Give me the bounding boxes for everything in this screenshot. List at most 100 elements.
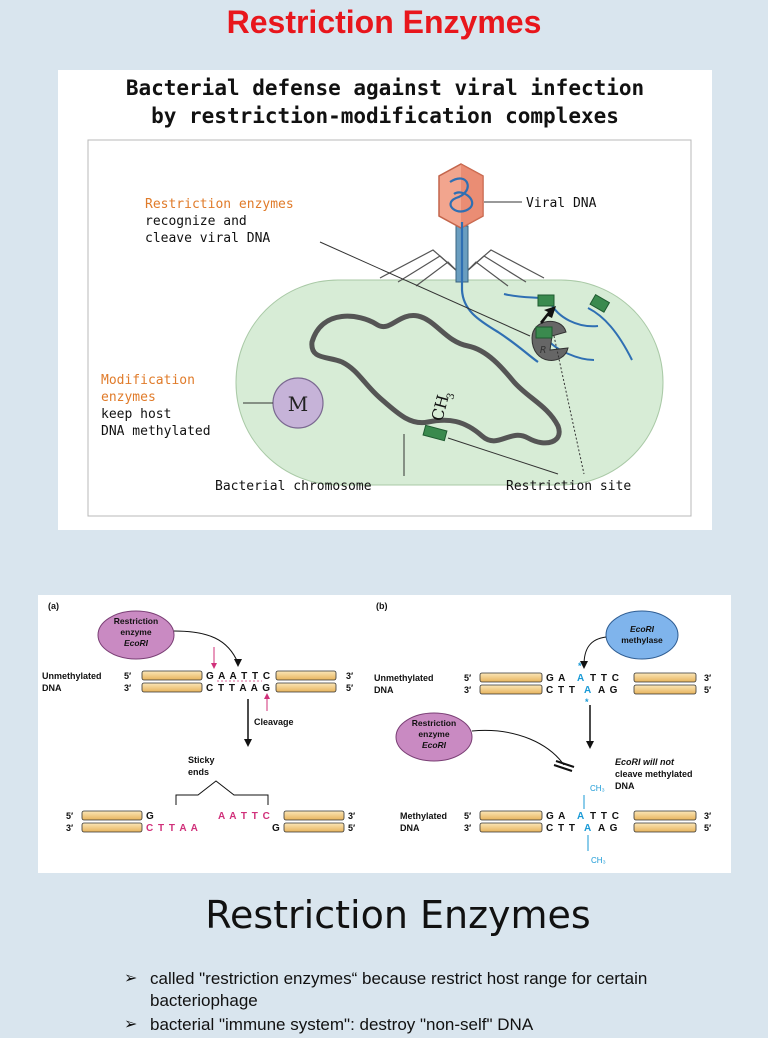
dna-label-a: DNA — [42, 683, 62, 693]
ecori-figure: (a) Restriction enzyme EcoRI Unmethylate… — [38, 595, 731, 873]
top-sequence-a: G A A T T C — [206, 671, 271, 682]
restriction-pointer — [319, 241, 531, 337]
three-prime-frag-right: 3′ — [348, 811, 355, 821]
blocked-bar-1 — [553, 764, 573, 772]
restriction-enzyme-ecori-a — [97, 610, 175, 660]
five-prime-b-bottom: 5′ — [704, 685, 711, 695]
cleavage-label: Cleavage — [254, 717, 294, 727]
ch3-bottom: CH₃ — [591, 856, 606, 865]
slide-title: Restriction Enzymes — [226, 4, 542, 40]
enzyme-a-arrow — [173, 630, 239, 664]
note-line-1: EcoRI will not — [615, 757, 675, 767]
viral-dna-fragment-3 — [587, 307, 633, 361]
methyl-star-bottom: * — [585, 697, 589, 707]
figure-title-line-2: by restriction-modification complexes — [151, 104, 619, 128]
top-seq-b-methyl-a: A — [577, 673, 584, 684]
ch3-top: CH₃ — [590, 784, 605, 793]
arrow-bullet-icon: ➢ — [124, 970, 138, 987]
bacterial-chromosome-label: Bacterial chromosome — [215, 479, 372, 494]
fragment-left-bottom: C T T A A — [146, 823, 199, 834]
enzyme-b-arrow — [471, 729, 565, 766]
dna-label-b: DNA — [374, 685, 394, 695]
restriction-site-bound — [535, 326, 553, 339]
methyl-star-top: * — [578, 661, 582, 671]
restriction-site-pointer-2 — [553, 335, 585, 475]
methylated-site — [422, 424, 448, 442]
restriction-site-label: Restriction site — [506, 479, 631, 494]
methylated-dna-label: DNA — [400, 823, 420, 833]
modification-label-line-2: enzymes — [101, 390, 156, 405]
bullet-text-1: called "restriction enzymes“ because res… — [150, 969, 648, 1010]
viral-dna-label: Viral DNA — [526, 196, 597, 211]
note-line-3: DNA — [615, 781, 635, 791]
enzyme-b-line-1: Restriction — [412, 718, 456, 728]
restriction-site-pointer-1 — [447, 437, 559, 475]
enzyme-a-line-1: Restriction — [114, 616, 158, 626]
three-prime-b-bottom: 3′ — [464, 685, 471, 695]
modification-enzyme-m: M — [288, 392, 308, 416]
panel-b-label: (b) — [376, 601, 388, 611]
five-prime-a-bottom: 5′ — [346, 683, 353, 693]
fragment-left-top: G — [146, 811, 154, 822]
five-prime-b-top: 5′ — [464, 673, 471, 683]
unmethylated-label-a: Unmethylated — [42, 671, 102, 681]
enzyme-b-line-2: enzyme — [418, 729, 449, 739]
bacterial-defense-diagram: Viral DNA R CH 3 M Restriction enzymes r… — [87, 139, 692, 517]
meth-top-seq-right: T T C — [590, 811, 620, 822]
five-prime-frag-right: 5′ — [348, 823, 355, 833]
blocked-bar-2 — [555, 760, 575, 768]
meth-bottom-seq-left: C T T — [546, 823, 576, 834]
panel-a-label: (a) — [48, 601, 59, 611]
methylase-line-2: methylase — [621, 635, 663, 645]
five-prime-frag-left: 5′ — [66, 811, 73, 821]
modification-label-line-4: DNA methylated — [101, 424, 211, 439]
sticky-ends-line-1: Sticky — [188, 755, 215, 765]
meth-top-seq-left: G A — [546, 811, 566, 822]
meth-top-seq-a: A — [577, 811, 584, 822]
figure-title: Bacterial defense against viral infectio… — [58, 74, 712, 130]
enzyme-a-line-3: EcoRI — [124, 638, 149, 648]
viral-dna — [449, 177, 539, 363]
five-prime-meth-top: 5′ — [464, 811, 471, 821]
five-prime-a-top: 5′ — [124, 671, 131, 681]
ecori-methylase — [605, 610, 679, 660]
methylase-line-1: EcoRI — [630, 624, 655, 634]
bottom-seq-b-methyl-a: A — [584, 685, 591, 696]
three-prime-b-top: 3′ — [704, 673, 711, 683]
bullet-item-1: ➢ called "restriction enzymes“ because r… — [124, 968, 724, 1012]
methylase-arrow — [583, 636, 607, 666]
bullet-item-2: ➢ bacterial "immune system": destroy "no… — [124, 1014, 724, 1036]
bottom-sequence-a: C T T A A G — [206, 683, 271, 694]
enzyme-b-line-3: EcoRI — [422, 740, 447, 750]
arrow-bullet-icon: ➢ — [124, 1016, 138, 1033]
restriction-enzymes-label: Restriction enzymes — [145, 197, 294, 212]
bottom-seq-b-right: A G — [598, 685, 618, 696]
fragment-right-top: A A T T C — [218, 811, 271, 822]
fragment-right-bottom: G — [272, 823, 280, 834]
three-prime-a-top: 3′ — [346, 671, 353, 681]
cut-site-fragment-2 — [589, 293, 611, 313]
cut-site-fragment-1 — [537, 294, 555, 307]
figure-title-line-1: Bacterial defense against viral infectio… — [125, 76, 645, 100]
modification-label-line-3: keep host — [101, 407, 171, 422]
top-seq-b-left: G A — [546, 673, 566, 684]
cleavage-arrow-icon — [540, 306, 556, 324]
ecori-methylation-diagram: (a) Restriction enzyme EcoRI Unmethylate… — [42, 601, 711, 865]
restriction-modification-figure: Bacterial defense against viral infectio… — [58, 70, 712, 530]
meth-bottom-seq-a: A — [584, 823, 591, 834]
sticky-ends-line-2: ends — [188, 767, 209, 777]
bullet-text-2: bacterial "immune system": destroy "non-… — [150, 1015, 534, 1034]
five-prime-meth-bottom: 5′ — [704, 823, 711, 833]
three-prime-frag-left: 3′ — [66, 823, 73, 833]
three-prime-a-bottom: 3′ — [124, 683, 131, 693]
restriction-enzyme-ecori-b — [395, 712, 473, 762]
bottom-seq-b-left: C T T — [546, 685, 576, 696]
meth-bottom-seq-right: A G — [598, 823, 618, 834]
bacterial-chromosome — [309, 313, 562, 446]
section-heading: Restriction Enzymes — [205, 893, 591, 937]
restriction-label-line-3: cleave viral DNA — [145, 231, 270, 246]
unmethylated-label-b: Unmethylated — [374, 673, 434, 683]
methylated-label: Methylated — [400, 811, 447, 821]
three-prime-meth-bottom: 3′ — [464, 823, 471, 833]
three-prime-meth-top: 3′ — [704, 811, 711, 821]
